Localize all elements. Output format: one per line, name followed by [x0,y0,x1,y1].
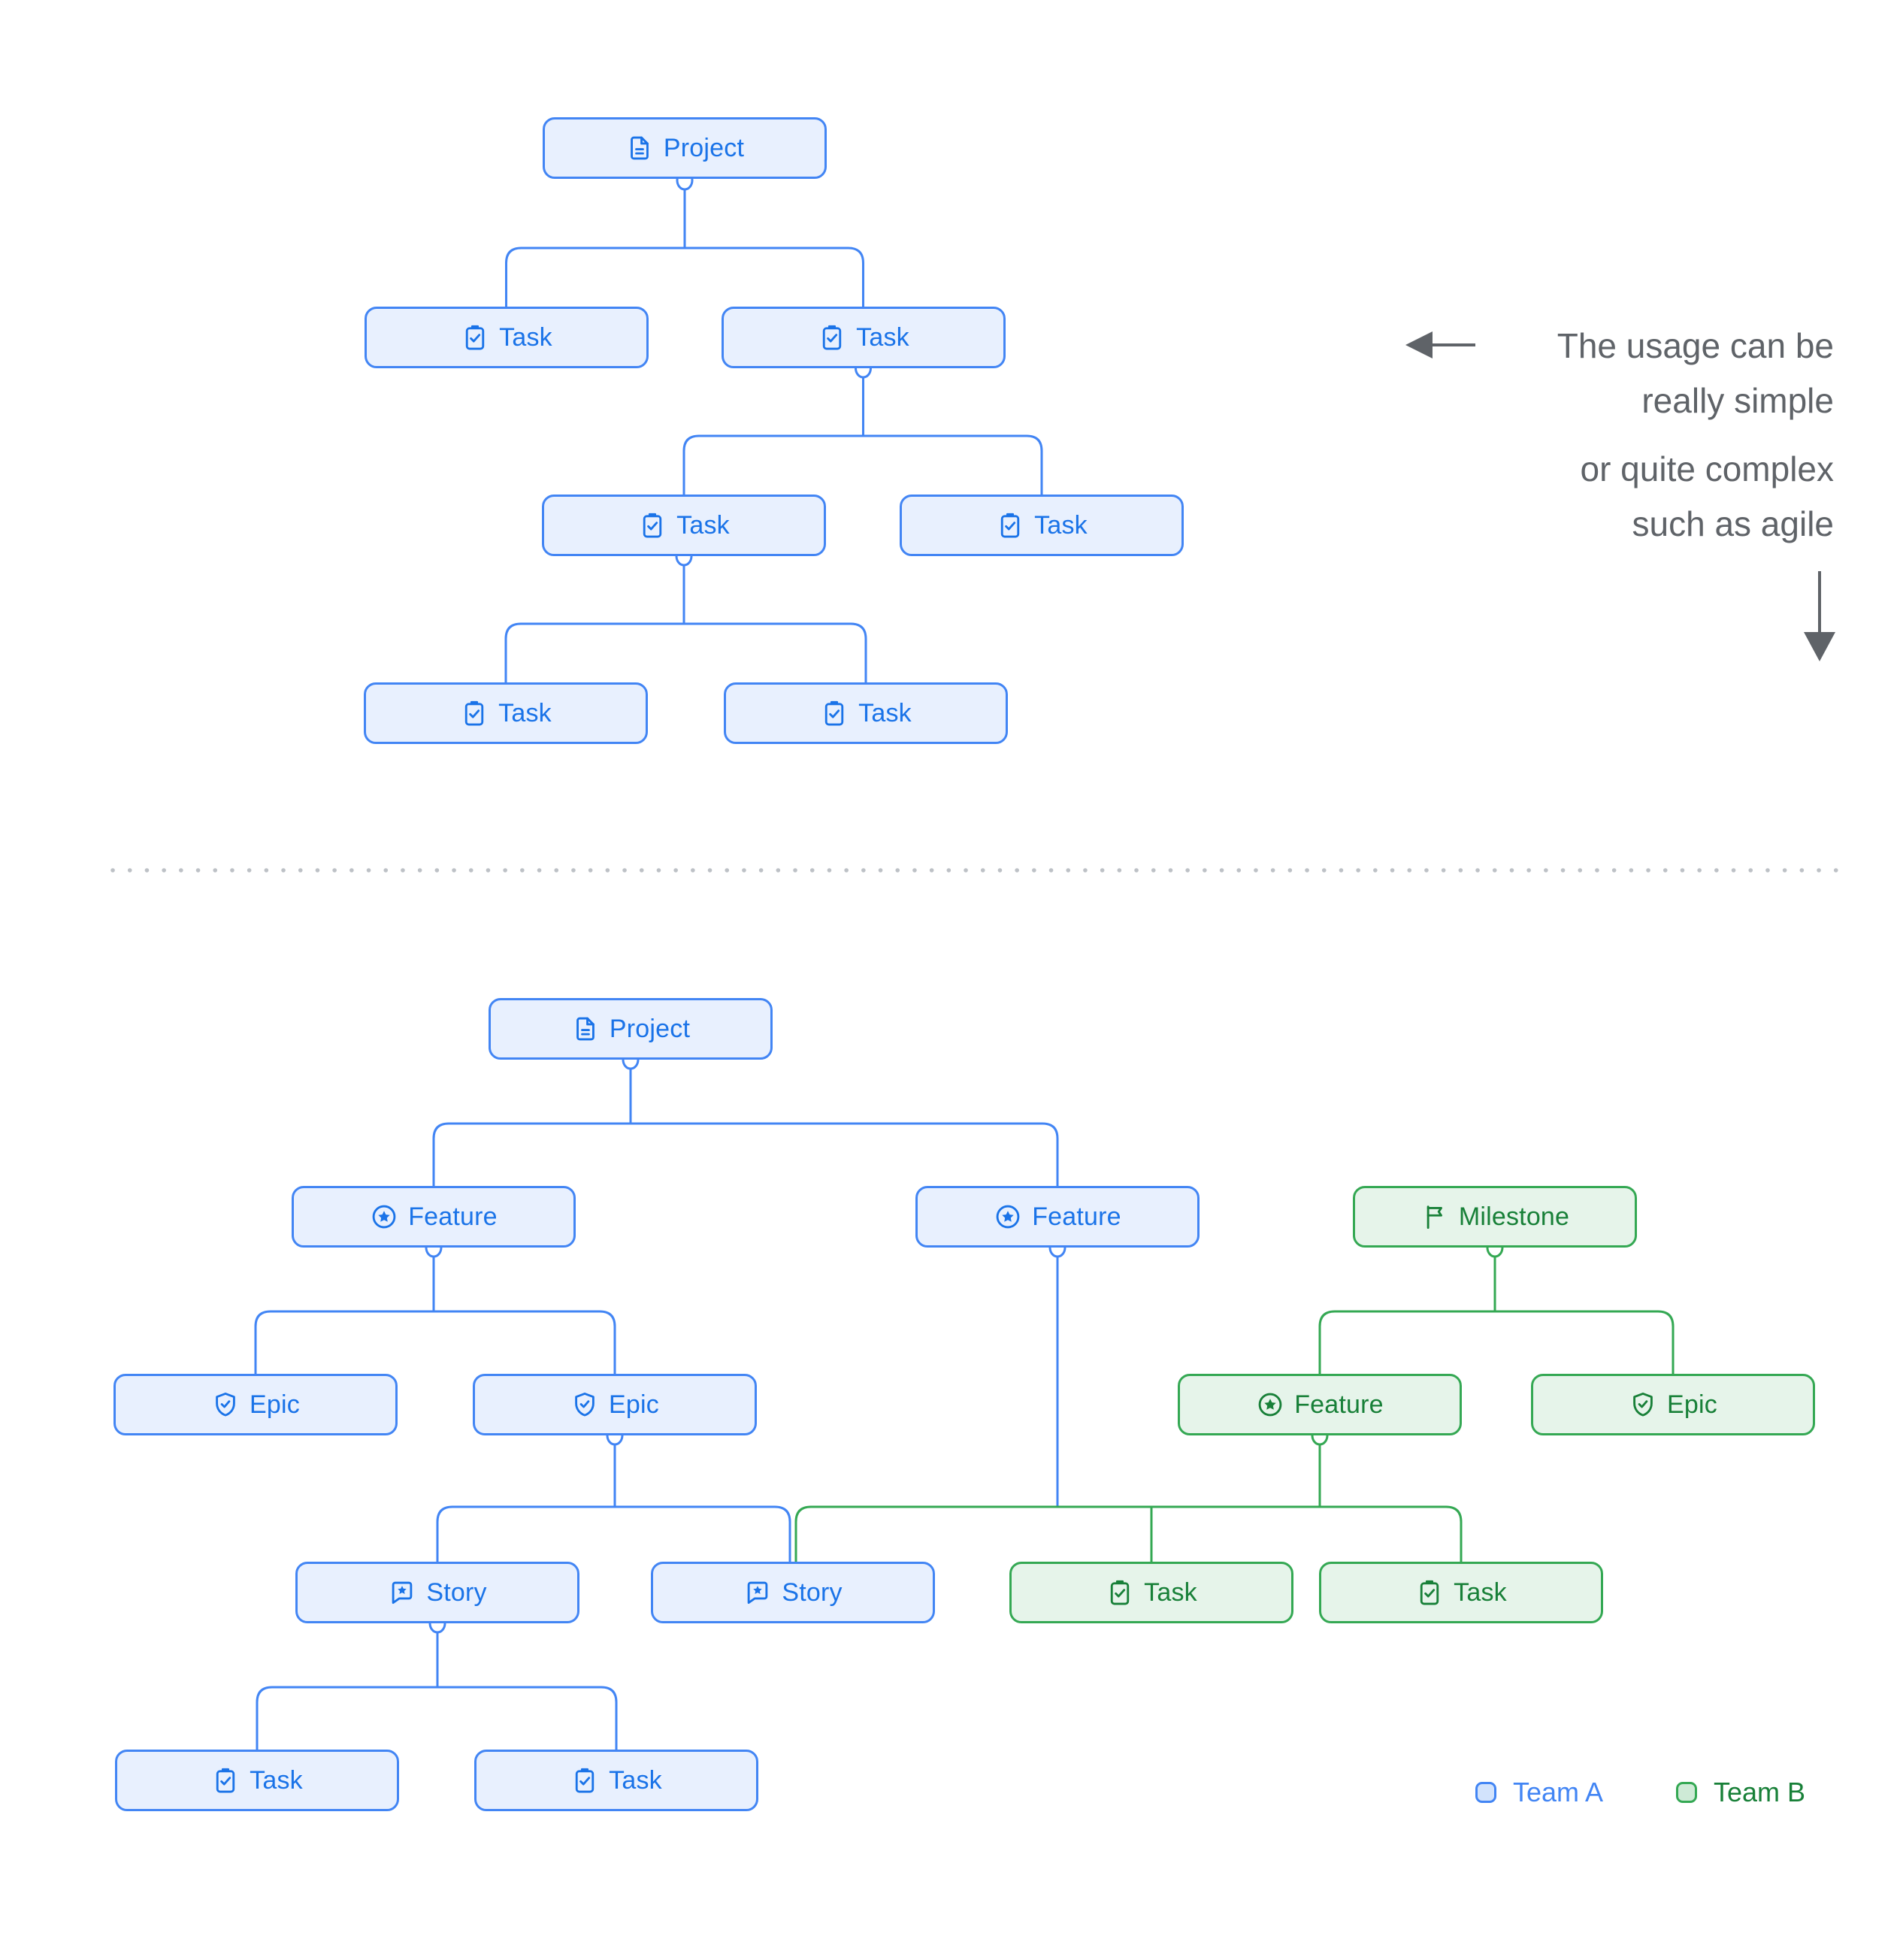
node-label: Task [498,698,552,727]
node-feature: Feature [915,1186,1200,1248]
task-icon [1415,1578,1444,1607]
node-label: Feature [1032,1202,1121,1231]
node-label: Task [1144,1577,1197,1607]
team-a-swatch-icon [1475,1782,1496,1803]
node-task: Task [542,495,826,556]
milestone-flag-icon [1420,1202,1449,1231]
node-label: Feature [408,1202,498,1231]
legend-team-b: Team B [1676,1777,1805,1808]
node-epic: Epic [1531,1374,1815,1435]
node-project-simple: Project [543,117,827,179]
node-label: Task [609,1765,662,1795]
node-feature: Feature [1178,1374,1462,1435]
node-label: Epic [250,1390,300,1419]
node-label: Task [250,1765,303,1795]
document-icon [625,134,654,162]
epic-shield-icon [1629,1390,1657,1419]
legend-label: Team B [1714,1777,1806,1807]
node-task: Task [1319,1562,1603,1623]
legend-label: Team A [1513,1777,1604,1807]
node-story: Story [295,1562,579,1623]
epic-shield-icon [211,1390,240,1419]
feature-icon [370,1202,398,1231]
node-label: Task [856,322,909,352]
legend-team-a: Team A [1475,1777,1603,1808]
team-a-connectors [254,179,1059,1750]
node-label: Task [1034,510,1088,540]
node-label: Milestone [1458,1202,1570,1231]
node-label: Epic [1667,1390,1717,1419]
task-icon [570,1766,599,1795]
annotation-complex: or quite complex such as agile [1580,449,1835,543]
story-icon [388,1578,416,1607]
feature-icon [1256,1390,1284,1419]
node-label: Story [782,1577,843,1607]
node-label: Epic [609,1390,659,1419]
node-label: Task [499,322,552,352]
left-arrowhead-icon [1405,331,1433,358]
node-label: Project [663,133,745,162]
node-task: Task [115,1750,399,1811]
task-icon [996,511,1024,540]
node-story: Story [651,1562,935,1623]
node-label: Task [676,510,730,540]
task-icon [818,323,846,352]
node-label: Feature [1294,1390,1384,1419]
story-icon [743,1578,772,1607]
node-task: Task [900,495,1184,556]
node-task: Task [724,682,1008,744]
node-task: Task [1009,1562,1293,1623]
document-icon [571,1015,600,1043]
team-b-swatch-icon [1676,1782,1697,1803]
task-icon [461,323,489,352]
node-label: Project [609,1014,691,1043]
task-icon [460,699,489,727]
node-task: Task [364,682,648,744]
node-milestone: Milestone [1353,1186,1637,1248]
down-arrowhead-icon [1804,632,1835,661]
node-label: Story [426,1577,487,1607]
team-b-connectors [794,1246,1675,1562]
annotation-simple: The usage can be really simple [1557,326,1834,420]
annotation-arrows [1405,331,1835,661]
node-epic: Epic [113,1374,398,1435]
node-task: Task [722,307,1006,368]
node-feature: Feature [292,1186,576,1248]
task-icon [211,1766,240,1795]
feature-icon [994,1202,1022,1231]
task-icon [1106,1578,1134,1607]
node-label: Task [858,698,912,727]
node-project-complex: Project [489,998,773,1060]
node-task: Task [474,1750,758,1811]
task-icon [820,699,849,727]
node-epic: Epic [473,1374,757,1435]
task-icon [638,511,667,540]
epic-shield-icon [570,1390,599,1419]
node-label: Task [1454,1577,1507,1607]
node-task: Task [365,307,649,368]
